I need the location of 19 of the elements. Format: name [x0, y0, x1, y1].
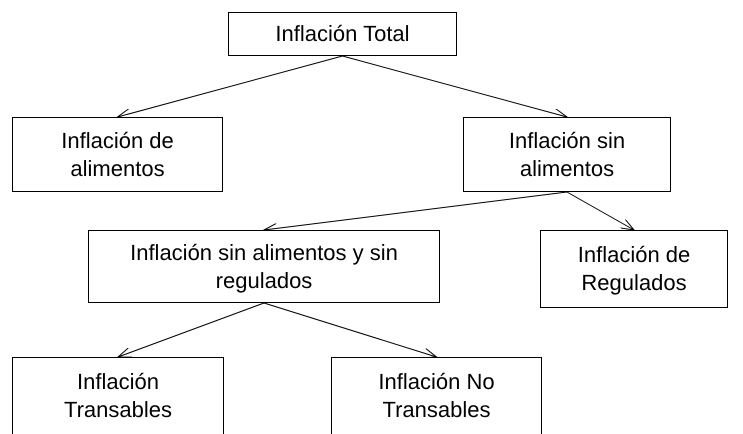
category-box — [88, 230, 440, 303]
category-box — [228, 12, 457, 56]
category-box — [12, 117, 223, 192]
category-box — [463, 117, 671, 192]
box-label: Inflación de Regulados — [576, 241, 692, 297]
box-label: Inflación sin alimentos y sin regulados — [129, 238, 399, 294]
arrow — [264, 302, 437, 358]
category-box — [331, 357, 542, 434]
box-label: Inflación de alimentos — [60, 126, 175, 182]
category-box — [540, 230, 728, 308]
box-label: Inflación sin alimentos — [508, 126, 626, 182]
box-label: Inflación Transables — [62, 368, 173, 424]
arrow — [342, 56, 568, 119]
arrow — [566, 192, 634, 230]
category-box — [12, 357, 224, 434]
box-label: Inflación No Transables — [377, 368, 496, 424]
arrow — [118, 302, 264, 358]
arrow — [117, 56, 343, 119]
box-label: Inflación Total — [275, 20, 410, 48]
